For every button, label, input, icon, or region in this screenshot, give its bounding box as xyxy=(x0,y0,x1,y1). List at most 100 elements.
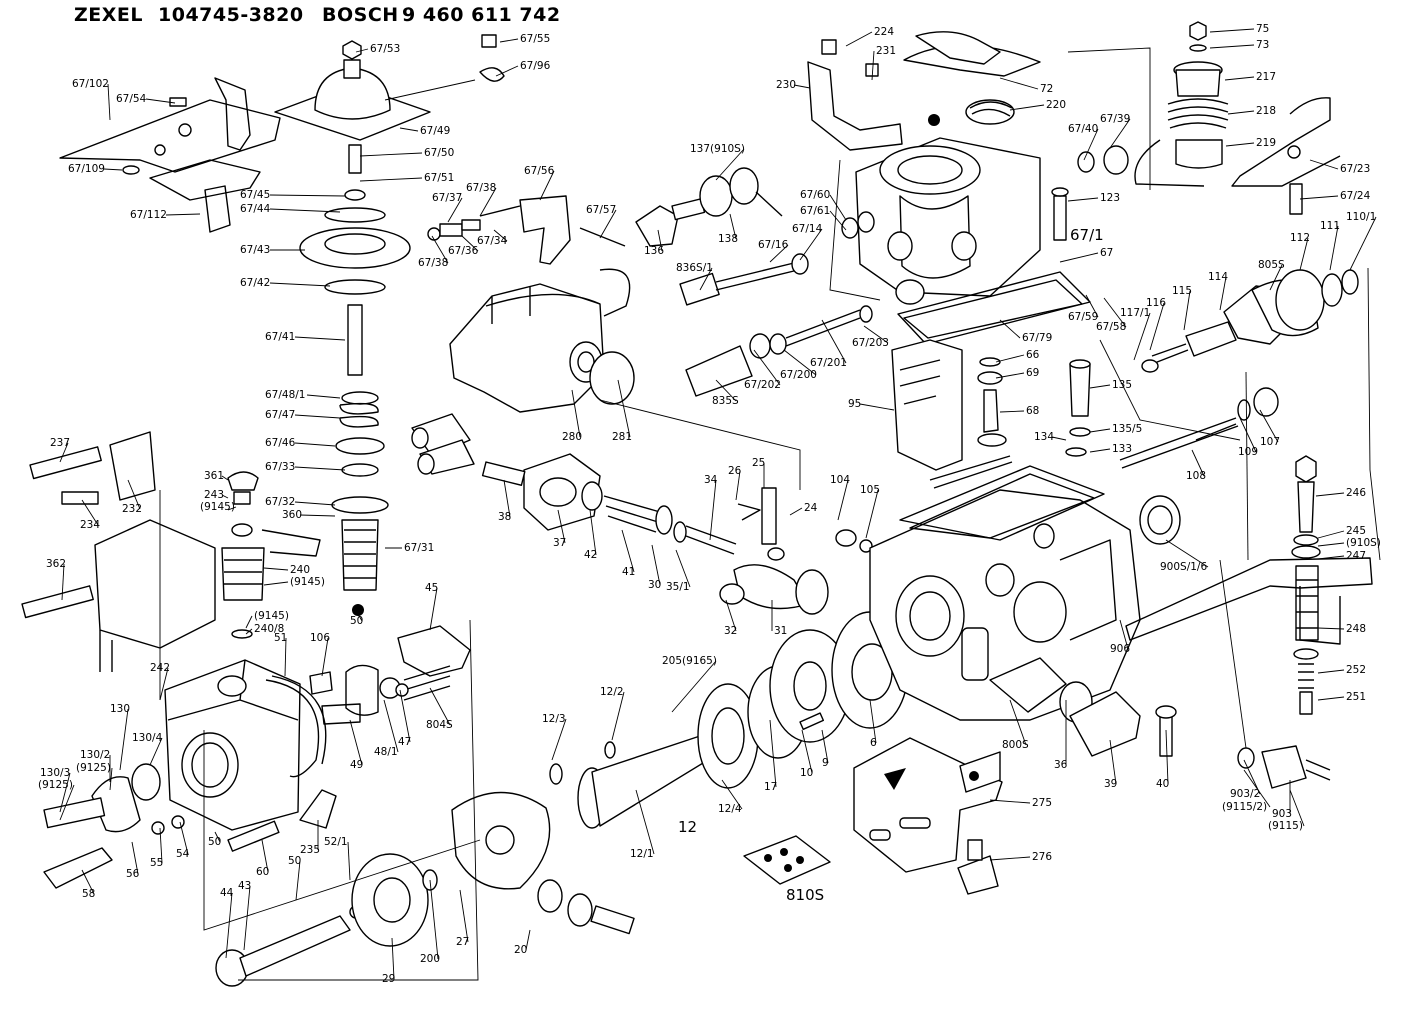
part-label-95: 95 xyxy=(848,398,861,410)
part-label-243: 243 xyxy=(204,489,224,501)
part-label-10: 10 xyxy=(800,767,813,779)
part-label-219: 219 xyxy=(1256,137,1276,149)
part-label-6: 6 xyxy=(870,737,877,749)
leader-line-67-102 xyxy=(107,83,111,121)
part-label-67-102: 67/102 xyxy=(72,78,109,90)
leader-line-130-3 xyxy=(59,772,71,813)
part-label-34: 34 xyxy=(704,474,718,486)
part-label-54: 54 xyxy=(176,848,190,860)
leader-line-67-32 xyxy=(294,501,336,506)
part-number-left: 104745-3820 xyxy=(158,4,304,26)
part-label-67-61: 67/61 xyxy=(800,205,830,217)
leader-line-40 xyxy=(1165,729,1169,785)
leader-line-67-50 xyxy=(359,152,423,157)
leader-line-35-1 xyxy=(675,549,691,588)
part-label-224: 224 xyxy=(874,26,894,38)
leader-line-95 xyxy=(859,403,895,411)
part-label-281: 281 xyxy=(612,431,632,443)
part-label-31: 31 xyxy=(774,625,787,637)
part-label-60: 60 xyxy=(256,866,269,878)
callout-leader-lines xyxy=(59,28,1377,980)
leader-line-68 xyxy=(999,410,1025,413)
part-label-12-1: 12/1 xyxy=(630,848,654,860)
part-label-130-2: 130/2 xyxy=(80,749,110,761)
part-label-67-37: 67/37 xyxy=(432,192,462,204)
part-label-32: 32 xyxy=(724,625,737,637)
part-label-27: 27 xyxy=(456,936,469,948)
part-label-72: 72 xyxy=(1040,83,1053,95)
leader-line-51 xyxy=(284,637,287,677)
leader-line-67-58 xyxy=(1103,297,1127,328)
part-label-67-53: 67/53 xyxy=(370,43,400,55)
manufacturer-right: BOSCH xyxy=(322,4,399,26)
part-label-67-41: 67/41 xyxy=(265,331,295,343)
leader-line-26 xyxy=(735,470,741,501)
part-label-235: 235 xyxy=(300,844,320,856)
leader-line-67-51 xyxy=(359,177,423,182)
leader-line-38 xyxy=(503,479,511,518)
part-label-906: 906 xyxy=(1110,643,1130,655)
part-label-9: 9 xyxy=(822,757,829,769)
part-label-106: 106 xyxy=(310,632,330,644)
part-label-9145b: (9145) xyxy=(290,576,325,588)
fuel-return-pipe xyxy=(1125,557,1373,645)
part-label-9115a: (9115/2) xyxy=(1222,801,1267,813)
leader-line-67-38a xyxy=(479,187,497,217)
part-label-67-14: 67/14 xyxy=(792,223,823,235)
part-label-114: 114 xyxy=(1208,271,1228,283)
leader-line-111 xyxy=(1329,225,1339,271)
callout-labels: 67/5367/5567/9667/10267/5467/4967/5067/1… xyxy=(38,23,1381,985)
part-label-67-38b: 67/38 xyxy=(418,257,448,269)
part-label-111: 111 xyxy=(1320,220,1340,232)
leader-line-67-37 xyxy=(447,197,463,223)
leader-line-220 xyxy=(1009,104,1045,111)
part-label-49: 49 xyxy=(350,759,363,771)
shaft-seal xyxy=(1139,495,1181,545)
leader-line-104 xyxy=(837,479,849,521)
leader-line-67-36 xyxy=(461,235,479,252)
part-label-836S-1: 836S/1 xyxy=(676,262,713,274)
leader-line-240-8 xyxy=(245,628,253,635)
part-label-67-112: 67/112 xyxy=(130,209,167,221)
part-label-67-16: 67/16 xyxy=(758,239,789,251)
adjusting-screw-set xyxy=(635,167,875,306)
leader-line-135-5 xyxy=(1089,428,1111,433)
part-label-36: 36 xyxy=(1054,759,1068,771)
leader-line-75 xyxy=(1209,28,1255,33)
part-label-810S: 810S xyxy=(786,886,824,904)
leader-line-218 xyxy=(1227,110,1255,115)
part-label-12-4: 12/4 xyxy=(718,803,742,815)
part-label-116: 116 xyxy=(1146,297,1166,309)
leader-line-58 xyxy=(81,869,95,895)
leader-line-106 xyxy=(321,637,329,677)
leader-line-246 xyxy=(1315,492,1345,497)
leader-line-52-1 xyxy=(347,841,351,881)
part-label-66: 66 xyxy=(1026,349,1040,361)
part-label-67-51: 67/51 xyxy=(424,172,454,184)
timing-adjust-screw xyxy=(1119,387,1279,469)
part-label-123: 123 xyxy=(1100,192,1120,204)
part-label-67-1: 67/1 xyxy=(1070,226,1104,244)
leader-line-67-55 xyxy=(499,38,519,43)
leader-line-67-33 xyxy=(294,466,346,471)
part-label-240: 240 xyxy=(290,564,310,576)
leader-line-17 xyxy=(769,719,777,788)
leader-line-9125b xyxy=(59,784,75,821)
leader-line-48-1 xyxy=(383,699,399,753)
leader-line-123 xyxy=(1067,197,1099,202)
part-label-55: 55 xyxy=(150,857,163,869)
part-label-26: 26 xyxy=(728,465,742,477)
part-label-109: 109 xyxy=(1238,446,1258,458)
part-label-67-38a: 67/38 xyxy=(466,182,496,194)
leader-line-73 xyxy=(1209,44,1255,49)
part-label-67: 67 xyxy=(1100,247,1113,259)
leader-line-29 xyxy=(391,937,395,980)
part-label-805S: 805S xyxy=(1258,259,1285,271)
part-label-276: 276 xyxy=(1032,851,1052,863)
part-label-234: 234 xyxy=(80,519,100,531)
part-label-130: 130 xyxy=(110,703,130,715)
leader-line-55 xyxy=(159,827,163,864)
leader-line-9115b xyxy=(1289,789,1305,827)
leader-line-67-49 xyxy=(399,127,419,132)
